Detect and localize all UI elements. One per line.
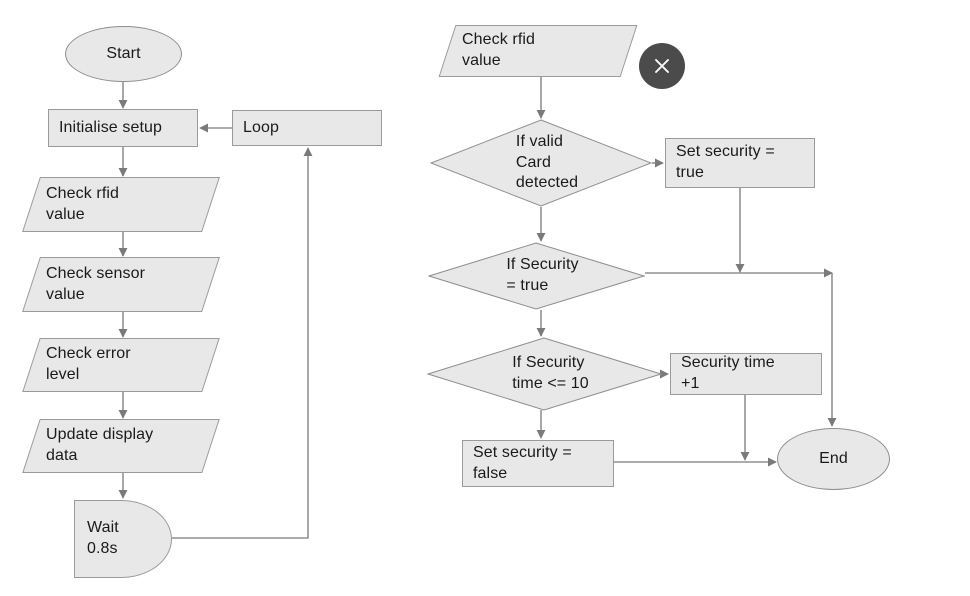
node-check-sensor-label: Check sensor value — [46, 264, 146, 303]
node-if-security-true[interactable]: If Security = true — [428, 242, 645, 310]
node-check-rfid-2-label: Check rfid value — [462, 31, 536, 69]
if-security-true-diamond-shape — [428, 242, 645, 310]
node-start[interactable]: Start — [65, 26, 182, 82]
node-initialise-setup[interactable]: Initialise setup — [48, 109, 198, 147]
node-end-label: End — [819, 449, 848, 467]
close-icon-glyph — [655, 59, 669, 73]
node-start-label: Start — [106, 44, 141, 62]
node-check-sensor[interactable]: Check sensor value — [22, 257, 220, 312]
node-set-security-false-label: Set security = false — [473, 443, 572, 482]
node-set-security-false[interactable]: Set security = false — [462, 440, 614, 487]
node-initialise-setup-label: Initialise setup — [59, 118, 162, 136]
node-if-security-time[interactable]: If Security time <= 10 — [427, 337, 662, 411]
node-check-rfid-2[interactable]: Check rfid value — [438, 25, 638, 77]
node-check-error-label: Check error level — [46, 345, 131, 383]
node-wait[interactable]: Wait 0.8s — [74, 500, 172, 578]
if-valid-card-diamond-shape — [430, 119, 652, 207]
if-security-time-diamond-shape — [427, 337, 662, 411]
node-loop[interactable]: Loop — [232, 110, 382, 146]
node-update-display[interactable]: Update display data — [22, 419, 220, 473]
node-end[interactable]: End — [777, 428, 890, 490]
node-loop-label: Loop — [243, 118, 279, 136]
node-check-error[interactable]: Check error level — [22, 338, 220, 392]
node-security-time-plus[interactable]: Security time +1 — [670, 353, 822, 395]
node-security-time-plus-label: Security time +1 — [681, 354, 775, 392]
node-set-security-true-label: Set security = true — [676, 143, 775, 181]
node-if-valid-card[interactable]: If valid Card detected — [430, 119, 652, 207]
node-check-rfid-label: Check rfid value — [46, 184, 120, 223]
node-check-rfid[interactable]: Check rfid value — [22, 177, 220, 232]
close-icon[interactable] — [639, 43, 685, 89]
node-set-security-true[interactable]: Set security = true — [665, 138, 815, 188]
node-update-display-label: Update display data — [46, 426, 154, 464]
node-wait-label: Wait 0.8s — [87, 519, 119, 557]
